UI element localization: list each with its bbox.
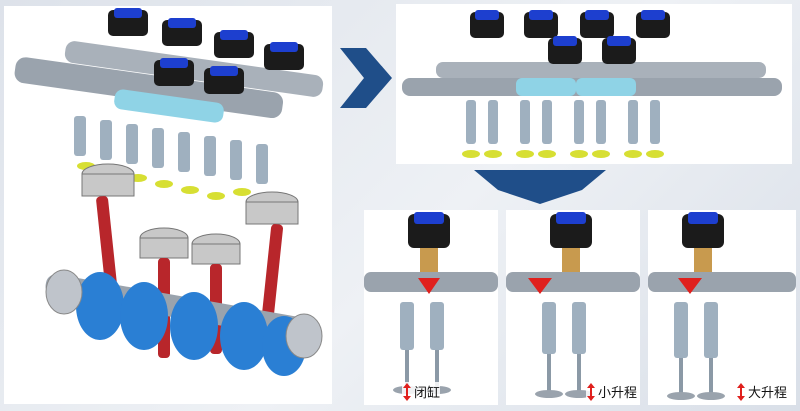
state-label-closed: 闭缸 <box>402 382 441 401</box>
engine-assembly-image <box>4 6 332 404</box>
valve-state-closed: 闭缸 <box>364 210 498 405</box>
camshaft-assembly-drawing <box>402 10 782 158</box>
camshaft-assembly-image <box>396 4 792 164</box>
state-label-large-lift: 大升程 <box>736 382 788 401</box>
state-label-text: 大升程 <box>748 386 788 401</box>
lift-indicator-icon <box>737 382 745 401</box>
lift-indicator-icon <box>587 382 595 401</box>
valve-state-drawing <box>364 212 498 394</box>
state-label-text: 闭缸 <box>414 386 441 401</box>
arrow-down-icon <box>474 170 606 204</box>
actuator-icon <box>108 8 304 94</box>
engine-assembly-drawing <box>14 8 324 376</box>
state-label-text: 小升程 <box>598 386 638 401</box>
state-label-small-lift: 小升程 <box>586 382 638 401</box>
valve-state-drawing <box>506 212 640 398</box>
valve-state-drawing <box>648 212 796 400</box>
valve-state-small-lift: 小升程 <box>506 210 640 405</box>
actuator-icon <box>470 10 670 64</box>
arrow-right-icon <box>340 48 392 108</box>
lift-indicator-icon <box>403 382 411 401</box>
valve-state-large-lift: 大升程 <box>648 210 796 405</box>
